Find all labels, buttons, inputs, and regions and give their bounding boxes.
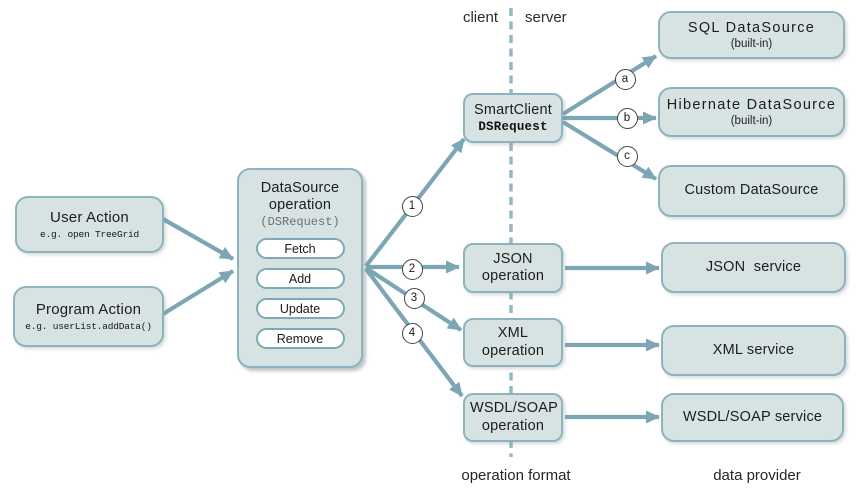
datasource-operation-title: DataSource operation xyxy=(260,180,344,214)
data-provider-label: data provider xyxy=(713,467,801,484)
custom-datasource-title: Custom DataSource xyxy=(684,182,819,199)
custom-datasource-node: Custom DataSource xyxy=(658,165,845,217)
user-action-node: User Action e.g. open TreeGrid xyxy=(15,196,164,253)
connector-badge-1: 1 xyxy=(401,195,423,217)
datasource-operation-subtitle: (DSRequest) xyxy=(260,215,340,230)
wsdl-soap-operation-title: WSDL/SOAP operation xyxy=(470,400,563,434)
xml-operation-title: XML operation xyxy=(481,325,545,359)
connector-badge-c: c xyxy=(616,145,638,167)
hibernate-datasource-note: (built-in) xyxy=(730,115,773,128)
sql-datasource-node: SQL DataSource (built-in) xyxy=(658,11,845,59)
client-zone-label: client xyxy=(462,9,498,26)
json-operation-title: JSON operation xyxy=(481,250,545,284)
update-operation-pill: Update xyxy=(255,298,345,320)
fetch-operation-pill: Fetch xyxy=(255,238,345,260)
arrow-program-action-to-datasource xyxy=(161,269,235,316)
datasource-operation-node: DataSource operation (DSRequest) Fetch A… xyxy=(237,168,363,368)
connector-badge-b: b xyxy=(616,107,638,129)
add-operation-pill: Add xyxy=(255,268,345,290)
sql-datasource-title: SQL DataSource xyxy=(687,19,816,36)
wsdl-soap-service-node: WSDL/SOAP service xyxy=(661,393,844,442)
arrow-c-to-custom-datasource xyxy=(561,120,658,181)
connector-badge-a: a xyxy=(614,68,636,90)
xml-service-title: XML service xyxy=(712,341,795,358)
wsdl-soap-operation-node: WSDL/SOAP operation xyxy=(463,393,563,442)
arrow-a-to-sql-datasource xyxy=(561,54,658,116)
connector-badge-3: 3 xyxy=(403,287,425,309)
sql-datasource-note: (built-in) xyxy=(730,38,773,51)
json-operation-node: JSON operation xyxy=(463,243,563,293)
json-service-title: JSON service xyxy=(705,258,802,275)
xml-service-node: XML service xyxy=(661,325,846,376)
program-action-title: Program Action xyxy=(35,300,142,318)
hibernate-datasource-node: Hibernate DataSource (built-in) xyxy=(658,87,845,137)
smartclient-title: SmartClient xyxy=(474,101,552,118)
connector-badge-4: 4 xyxy=(401,322,423,344)
server-zone-label: server xyxy=(525,9,567,26)
program-action-node: Program Action e.g. userList.addData() xyxy=(13,286,164,347)
program-action-example: e.g. userList.addData() xyxy=(25,321,152,333)
connector-badge-2: 2 xyxy=(401,258,423,280)
user-action-title: User Action xyxy=(50,208,129,226)
json-service-node: JSON service xyxy=(661,242,846,293)
user-action-example: e.g. open TreeGrid xyxy=(39,229,140,241)
hibernate-datasource-title: Hibernate DataSource xyxy=(666,96,837,113)
remove-operation-pill: Remove xyxy=(255,328,345,350)
wsdl-soap-service-title: WSDL/SOAP service xyxy=(682,408,823,425)
arrow-user-action-to-datasource xyxy=(161,217,235,261)
xml-operation-node: XML operation xyxy=(463,318,563,367)
operation-format-label: operation format xyxy=(461,467,571,484)
smartclient-code: DSRequest xyxy=(478,120,548,135)
smartclient-dsrequest-node: SmartClient DSRequest xyxy=(463,93,563,143)
